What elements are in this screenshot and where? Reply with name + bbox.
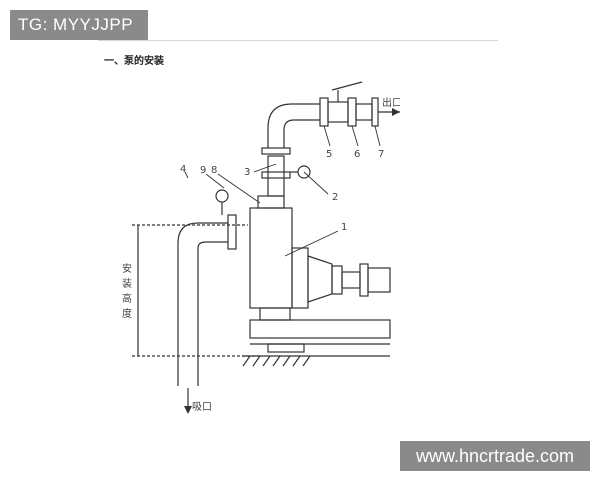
inlet-arrowhead bbox=[184, 406, 192, 414]
callout-7: 7 bbox=[378, 149, 384, 160]
outlet-arrowhead bbox=[392, 108, 400, 116]
pump-casing bbox=[249, 207, 293, 309]
tag-badge: TG: MYYJJPP bbox=[10, 10, 148, 40]
callout-4: 4 bbox=[180, 164, 186, 175]
pump-base-plate bbox=[249, 319, 391, 339]
flange-7 bbox=[371, 97, 379, 127]
install-height-char-1: 安 bbox=[122, 262, 132, 275]
flange-6 bbox=[347, 97, 357, 127]
motor-coupling bbox=[367, 267, 391, 293]
callout-5: 5 bbox=[326, 149, 332, 160]
callout-3: 3 bbox=[244, 167, 250, 178]
discharge-elbow-inner bbox=[283, 119, 320, 148]
flange-5 bbox=[319, 97, 329, 127]
suction-flange bbox=[227, 214, 237, 250]
suction-gauge bbox=[215, 189, 229, 203]
install-height-char-3: 高 bbox=[122, 292, 132, 305]
callout-1: 1 bbox=[341, 222, 347, 233]
document-top-rule bbox=[98, 40, 498, 41]
install-height-char-2: 装 bbox=[122, 277, 132, 290]
pump-top-port bbox=[257, 195, 285, 209]
valve-handle bbox=[331, 81, 363, 91]
inlet-label: 吸口 bbox=[192, 402, 212, 413]
pump-installation-diagram: 1 2 3 4 5 6 7 8 9 出口 吸口 安 装 高 度 bbox=[122, 81, 400, 414]
callout-8: 8 bbox=[211, 165, 217, 176]
gate-valve bbox=[327, 101, 349, 123]
install-height-char-4: 度 bbox=[122, 307, 132, 320]
callout-6: 6 bbox=[354, 149, 360, 160]
discharge-riser bbox=[267, 155, 285, 197]
outlet-label: 出口 bbox=[382, 96, 400, 109]
website-badge: www.hncrtrade.com bbox=[400, 441, 590, 471]
suction-pipe-outer bbox=[177, 222, 228, 386]
suction-pipe-inner bbox=[197, 241, 228, 386]
callout-9: 9 bbox=[200, 165, 206, 176]
discharge-elbow-outer bbox=[267, 103, 320, 148]
callout-2: 2 bbox=[332, 192, 338, 203]
section-heading: 一、泵的安装 bbox=[104, 56, 164, 67]
